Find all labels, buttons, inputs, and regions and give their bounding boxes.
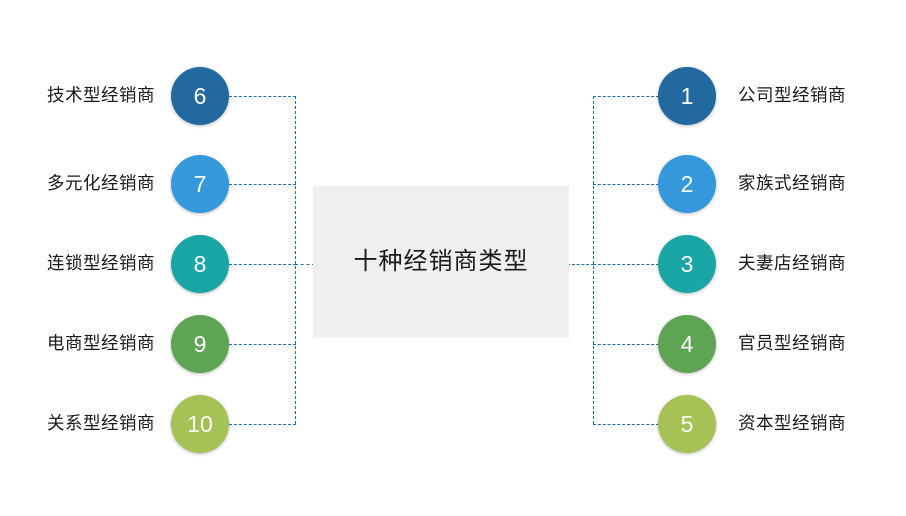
connector-left-stub-10	[229, 424, 296, 425]
right-node-5[interactable]: 5	[658, 395, 716, 453]
connector-right-to-center	[567, 264, 594, 265]
connector-right-stub-1	[593, 96, 659, 97]
connector-left-stub-9	[229, 344, 296, 345]
left-node-7[interactable]: 7	[171, 155, 229, 213]
right-node-3-number: 3	[680, 250, 694, 277]
left-node-6-number: 6	[193, 82, 207, 109]
right-node-4-number: 4	[680, 330, 694, 357]
connector-right-stub-3	[593, 264, 659, 265]
right-label-5: 资本型经销商	[738, 413, 846, 433]
connector-left-stub-7	[229, 184, 296, 185]
left-label-9: 电商型经销商	[47, 333, 155, 353]
left-label-6: 技术型经销商	[47, 85, 155, 105]
left-node-9[interactable]: 9	[171, 315, 229, 373]
left-node-6[interactable]: 6	[171, 67, 229, 125]
right-node-5-number: 5	[680, 410, 694, 437]
left-node-10-number: 10	[187, 410, 213, 437]
left-node-10[interactable]: 10	[171, 395, 229, 453]
left-node-9-number: 9	[193, 330, 207, 357]
connector-right-stub-2	[593, 184, 659, 185]
right-label-4: 官员型经销商	[738, 333, 846, 353]
left-node-8-number: 8	[193, 250, 207, 277]
connector-left-stub-8	[229, 264, 296, 265]
connector-left-stub-6	[229, 96, 296, 97]
center-title-box: 十种经销商类型	[313, 186, 569, 338]
right-node-1-number: 1	[680, 82, 694, 109]
connector-left-trunk	[295, 96, 296, 424]
right-node-2-number: 2	[680, 170, 694, 197]
left-node-7-number: 7	[193, 170, 207, 197]
left-label-8: 连锁型经销商	[47, 253, 155, 273]
left-node-8[interactable]: 8	[171, 235, 229, 293]
connector-right-stub-5	[593, 424, 659, 425]
connector-left-to-center	[295, 264, 315, 265]
right-node-2[interactable]: 2	[658, 155, 716, 213]
connector-right-stub-4	[593, 344, 659, 345]
right-node-4[interactable]: 4	[658, 315, 716, 373]
right-label-1: 公司型经销商	[738, 85, 846, 105]
left-label-7: 多元化经销商	[47, 173, 155, 193]
right-node-3[interactable]: 3	[658, 235, 716, 293]
connector-right-trunk	[593, 96, 594, 424]
center-title-text: 十种经销商类型	[353, 248, 529, 275]
right-label-3: 夫妻店经销商	[738, 253, 846, 273]
left-label-10: 关系型经销商	[47, 413, 155, 433]
right-label-2: 家族式经销商	[738, 173, 846, 193]
right-node-1[interactable]: 1	[658, 67, 716, 125]
